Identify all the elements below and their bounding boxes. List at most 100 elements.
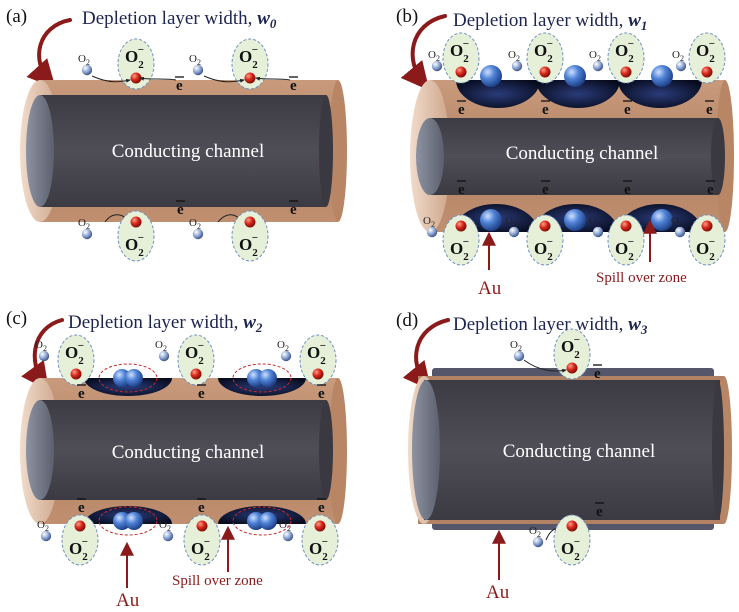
oxygen-label: O2 [508, 49, 520, 63]
oxygen-label: O2 [155, 339, 167, 353]
ion-halo [442, 32, 480, 84]
adsorbed-ion: O2− [299, 334, 337, 386]
oxygen-molecule: O2 [189, 217, 204, 240]
oxygen-symbol: O [529, 525, 537, 537]
ion-halo [526, 32, 564, 84]
oxygen-label: O2 [672, 49, 684, 63]
oxygen-subscript: 2 [287, 524, 291, 533]
electron-label: e [78, 500, 85, 516]
ion-label: O2− [239, 232, 258, 259]
adsorbed-ion: O2− [553, 328, 591, 380]
adsorbed-ion: O2− [231, 38, 269, 90]
ion-label: O2− [534, 38, 553, 65]
adsorbed-ion: O2− [231, 210, 269, 262]
ion-subscript: 2 [320, 355, 326, 367]
oxygen-atom [701, 66, 713, 78]
electron-label: e [458, 102, 465, 118]
oxygen-symbol: O [589, 49, 597, 61]
electron: e [457, 180, 466, 198]
oxygen-symbol: O [279, 519, 287, 531]
oxygen-atom [190, 368, 202, 380]
ion-label: O2− [450, 236, 469, 263]
ion-halo [61, 514, 99, 566]
electron-label: e [318, 500, 325, 516]
ion-label: O2− [191, 536, 210, 563]
depletion-region [536, 80, 620, 108]
electron: e [706, 180, 715, 198]
panel-label: (c) [6, 308, 27, 329]
oxygen-atom [130, 216, 142, 228]
oxygen-ball [81, 228, 93, 240]
gold-cluster [98, 363, 158, 393]
ion-subscript: 2 [198, 355, 204, 367]
oxygen-subscript: 2 [163, 344, 167, 353]
ion-superscript: − [252, 44, 258, 56]
ion-label: O2− [534, 236, 553, 263]
electron: e [289, 200, 298, 218]
transfer-arrow [91, 75, 131, 83]
ion-symbol: O [696, 239, 709, 258]
oxygen-molecule: O2 [508, 49, 523, 72]
depletion-region [618, 80, 702, 108]
ion-label: O2− [239, 44, 258, 71]
oxygen-ball [532, 536, 544, 548]
depletion-region [456, 80, 540, 108]
oxygen-ball [592, 226, 604, 238]
oxygen-subscript: 2 [518, 344, 522, 353]
adsorbed-ion: O2− [607, 32, 645, 84]
title-text: Depletion layer width, [68, 312, 243, 333]
ion-label: O2− [696, 38, 715, 65]
oxygen-symbol: O [508, 49, 516, 61]
ion-symbol: O [65, 343, 78, 362]
electron: e [176, 200, 185, 218]
ion-symbol: O [450, 239, 463, 258]
transfer-arrow [139, 76, 177, 81]
oxygen-label: O2 [671, 215, 683, 229]
ion-symbol: O [561, 539, 574, 558]
conducting-core [424, 380, 720, 520]
oxygen-subscript: 2 [436, 54, 440, 63]
electron-label: e [198, 500, 205, 516]
ion-label: O2− [307, 340, 326, 367]
transfer-arrow [203, 75, 245, 83]
oxygen-symbol: O [672, 49, 680, 61]
ion-superscript: − [198, 340, 204, 352]
oxygen-symbol: O [189, 217, 197, 229]
oxygen-symbol: O [277, 339, 285, 351]
oxygen-subscript: 2 [513, 220, 517, 229]
oxygen-ball [513, 350, 525, 362]
oxygen-ball [675, 60, 687, 72]
oxygen-symbol: O [189, 53, 197, 65]
oxygen-atom [539, 220, 551, 232]
au-label: Au [116, 590, 140, 611]
panel-label: (d) [396, 310, 418, 331]
ion-superscript: − [320, 340, 326, 352]
ion-subscript: 2 [709, 251, 715, 263]
gold-nanoparticle [480, 65, 502, 87]
oxygen-molecule: O2 [37, 519, 52, 542]
adsorbed-ion: O2− [183, 514, 221, 566]
ion-superscript: − [628, 38, 634, 50]
oxygen-atom [244, 72, 256, 84]
electron-label: e [624, 102, 631, 118]
ion-label: O2− [69, 536, 88, 563]
electron: e [623, 180, 632, 198]
oxygen-atom [566, 520, 578, 532]
ion-halo [301, 514, 339, 566]
oxygen-subscript: 2 [86, 222, 90, 231]
core-right-cap [711, 118, 725, 195]
electron: e [77, 498, 86, 516]
ion-halo [526, 214, 564, 266]
ion-superscript: − [547, 38, 553, 50]
ion-superscript: − [82, 536, 88, 548]
oxygen-subscript: 2 [597, 54, 601, 63]
gold-nanoparticle [564, 209, 586, 231]
electron: e [175, 76, 184, 94]
adsorbed-ion: O2− [553, 514, 591, 566]
shell-right-cap [329, 378, 347, 524]
oxygen-atom [620, 220, 632, 232]
nanowire [20, 80, 347, 222]
adsorbed-ion: O2− [61, 514, 99, 566]
ion-halo [117, 38, 155, 90]
